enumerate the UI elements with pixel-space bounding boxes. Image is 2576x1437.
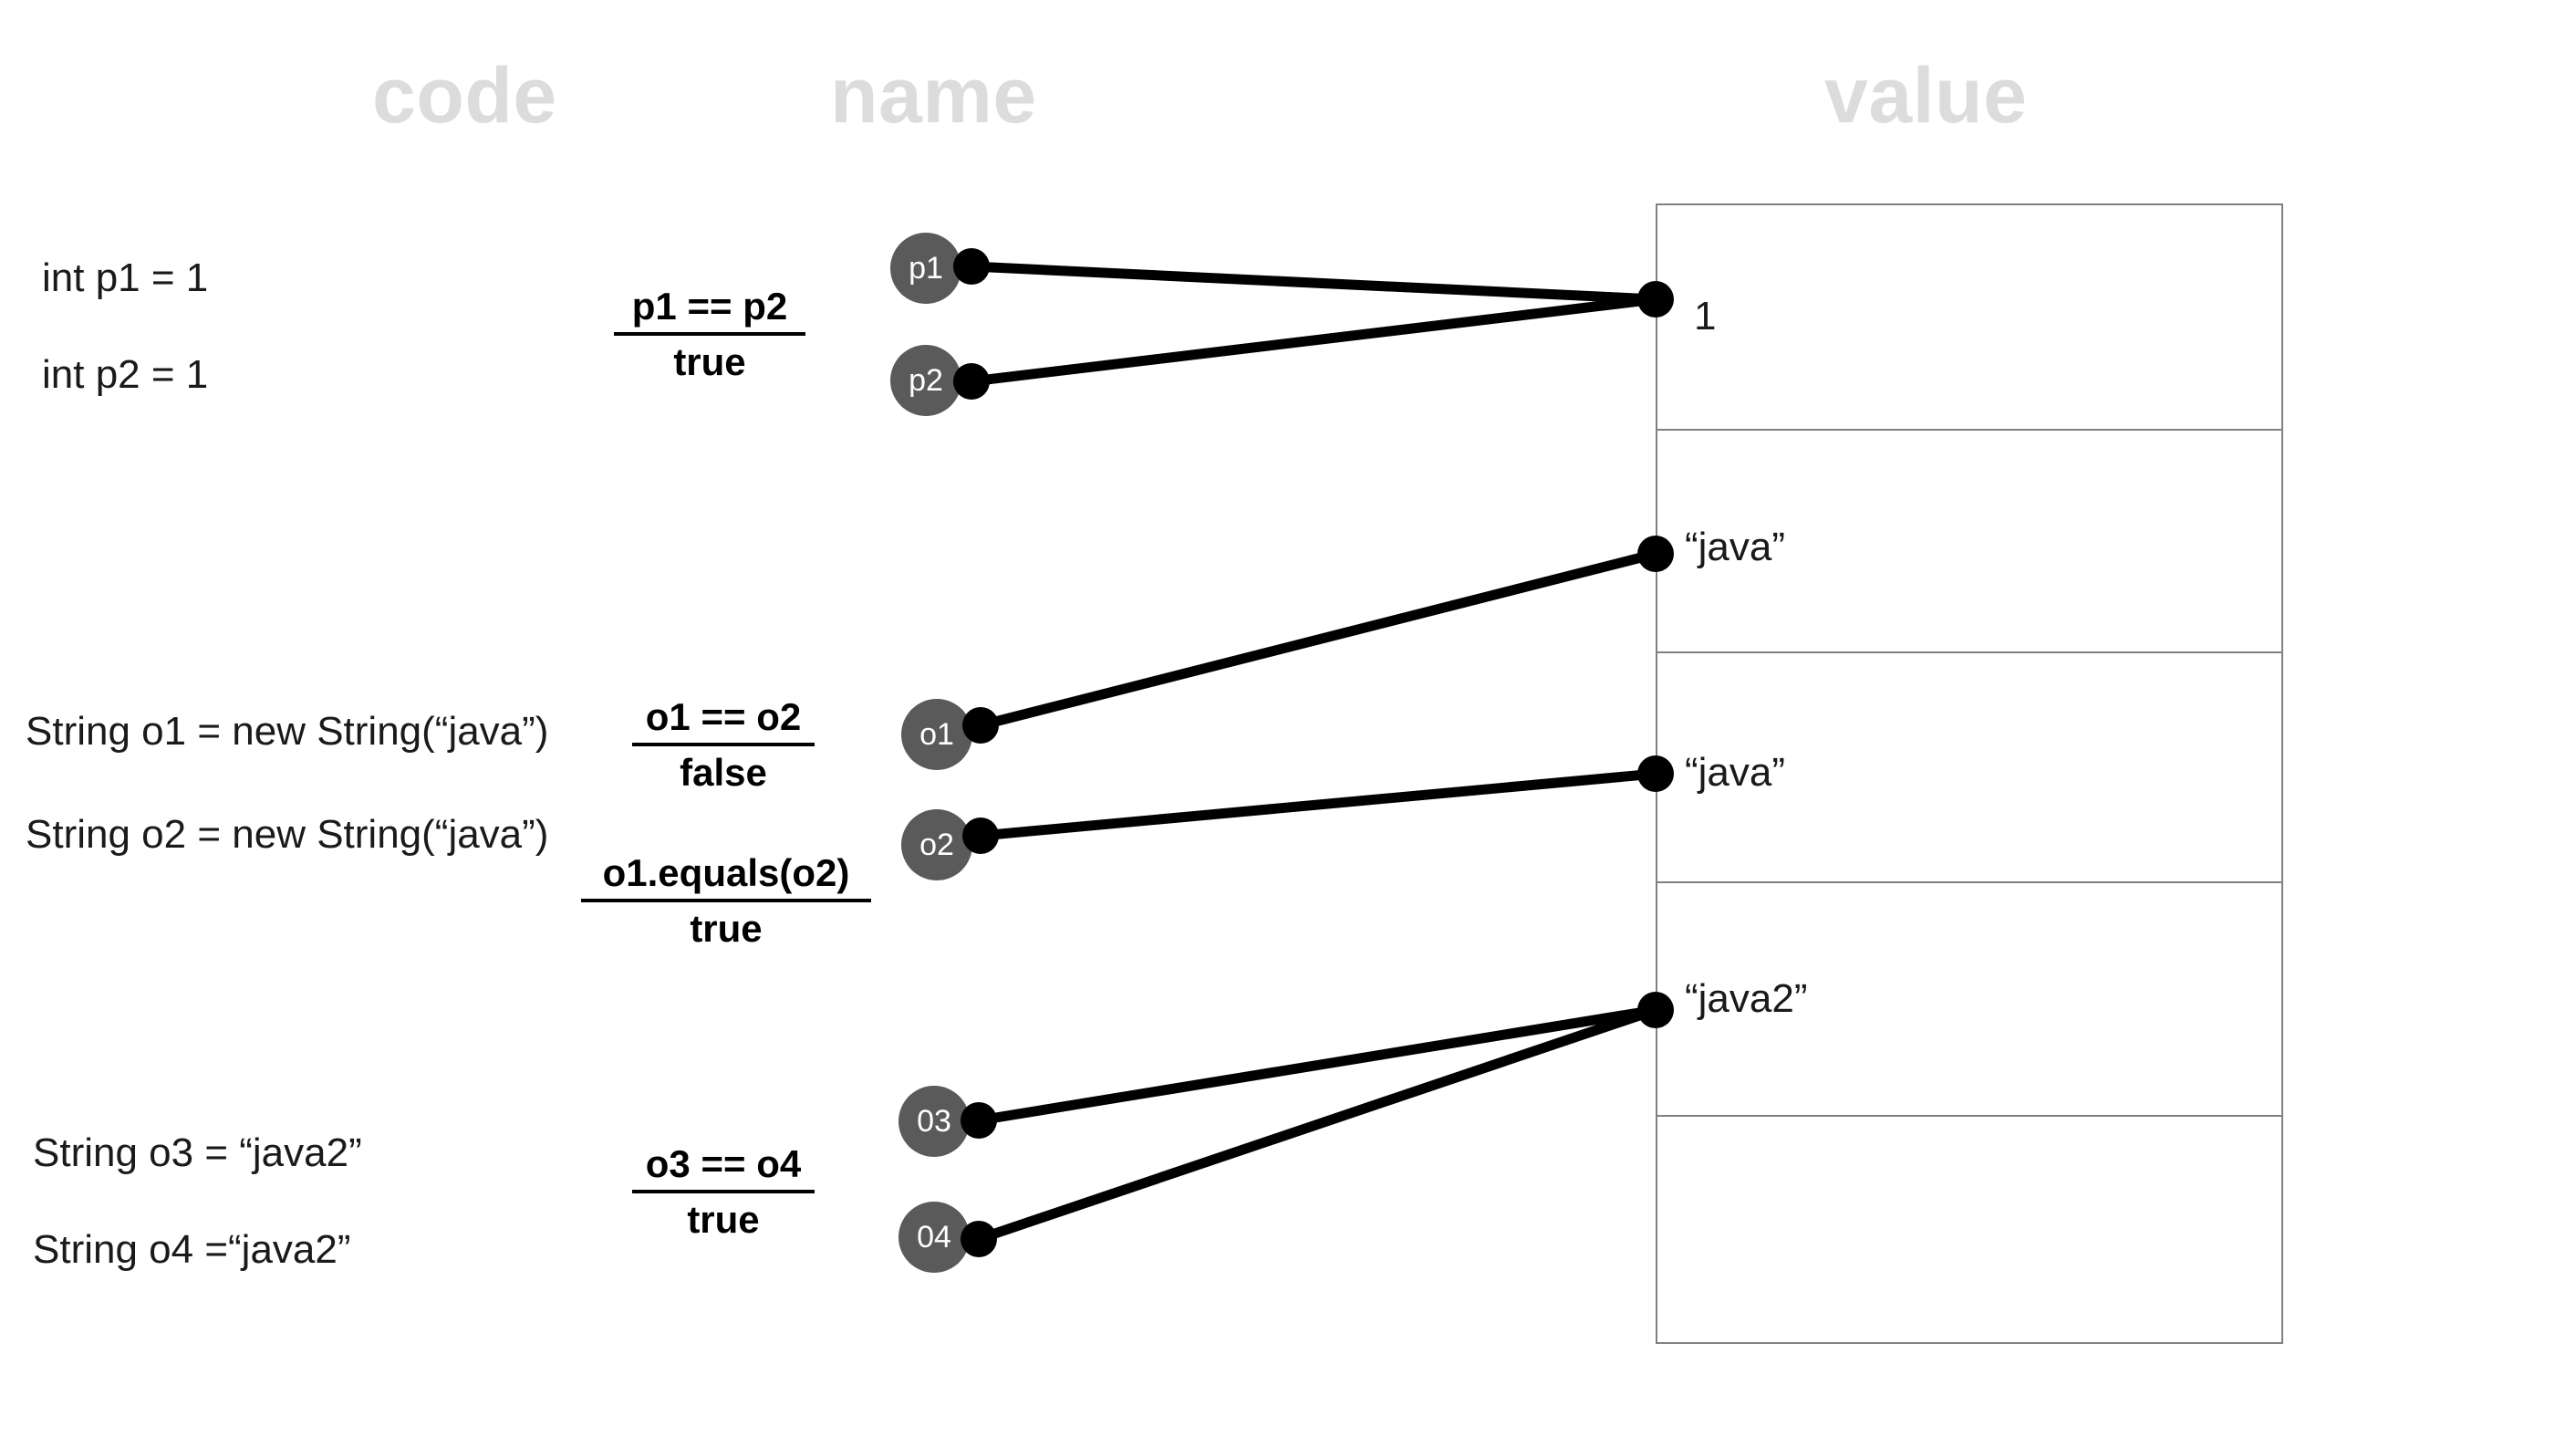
wire-o4-to-java2str xyxy=(973,1005,1661,1244)
variable-node-p1[interactable]: p1 xyxy=(890,233,961,304)
value-row xyxy=(1657,205,2281,431)
expression-text: p1 == p2 xyxy=(614,286,805,337)
expression-text: o3 == o4 xyxy=(632,1143,815,1194)
value-label-java-2: “java” xyxy=(1685,750,1786,795)
code-line-p1: int p1 = 1 xyxy=(42,255,209,300)
value-row xyxy=(1657,883,2281,1117)
value-label-java-1: “java” xyxy=(1685,525,1786,569)
wire-group xyxy=(966,261,1661,1244)
variable-node-o2[interactable]: o2 xyxy=(901,809,972,880)
code-line-o1: String o1 = new String(“java”) xyxy=(26,709,549,754)
variable-node-o4[interactable]: 04 xyxy=(898,1202,970,1273)
wire-o1-to-java1 xyxy=(975,548,1661,731)
wire-p2-to-1 xyxy=(966,294,1661,387)
value-row xyxy=(1657,1117,2281,1344)
value-label-java2: “java2” xyxy=(1685,976,1808,1021)
value-label-int-1: 1 xyxy=(1694,294,1717,338)
code-line-p2: int p2 = 1 xyxy=(42,352,209,397)
value-row xyxy=(1657,431,2281,653)
expression-p1-eq-p2: p1 == p2 true xyxy=(614,286,805,383)
wire-o2-to-java2 xyxy=(975,768,1661,841)
column-header-value: value xyxy=(1824,52,2028,140)
column-header-code: code xyxy=(372,52,557,140)
value-row xyxy=(1657,653,2281,883)
column-header-name: name xyxy=(830,52,1037,140)
variable-node-p2[interactable]: p2 xyxy=(890,345,961,416)
wire-o3-to-java2str xyxy=(973,1005,1661,1126)
expression-text: o1.equals(o2) xyxy=(581,852,871,903)
code-line-o4: String o4 =“java2” xyxy=(33,1227,351,1272)
wire-endpoint-group xyxy=(953,248,1674,1257)
variable-node-o1[interactable]: o1 xyxy=(901,699,972,770)
code-line-o2: String o2 = new String(“java”) xyxy=(26,812,549,857)
expression-result: true xyxy=(673,340,746,384)
expression-o1-eq-o2: o1 == o2 false xyxy=(632,696,815,794)
expression-result: true xyxy=(690,907,763,951)
expression-o3-eq-o4: o3 == o4 true xyxy=(632,1143,815,1241)
expression-result: false xyxy=(680,751,767,795)
code-line-o3: String o3 = “java2” xyxy=(33,1130,362,1175)
expression-result: true xyxy=(687,1198,760,1242)
expression-o1-equals-o2: o1.equals(o2) true xyxy=(581,852,871,950)
variable-node-o3[interactable]: 03 xyxy=(898,1086,970,1157)
expression-text: o1 == o2 xyxy=(632,696,815,747)
wire-p1-to-1 xyxy=(966,261,1661,305)
